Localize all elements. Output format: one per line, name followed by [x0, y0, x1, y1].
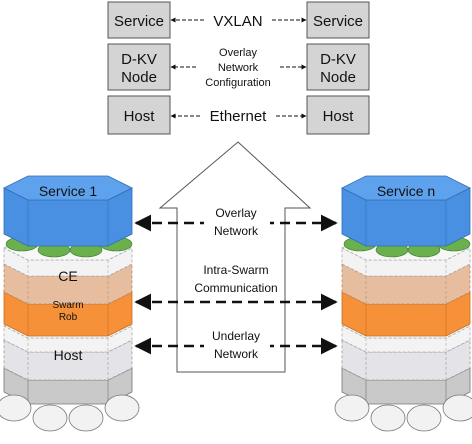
gap-layer-2-side [341, 247, 471, 277]
service-1-label: Service 1 [39, 183, 98, 199]
left-host-box [107, 95, 171, 135]
overlay-network-label-line1: Overlay [215, 206, 256, 220]
host-layer-side [341, 339, 471, 381]
swarm-rob-label-line1: Swarm [52, 300, 83, 311]
ce-layer-side [3, 263, 133, 305]
robot-right [334, 175, 472, 432]
overlay-config-line3: Configuration [205, 77, 270, 89]
right-host-box [306, 95, 370, 135]
left-dkv-label-line2: Node [121, 69, 157, 86]
ce-label: CE [58, 268, 77, 284]
wheel-3 [442, 394, 472, 422]
host-label: Host [54, 347, 83, 363]
overlay-network-label-line2: Network [214, 224, 259, 238]
gap-layer-1-side [341, 325, 471, 353]
underlay-network-label-line2: Network [214, 347, 259, 361]
underlay-label-backing [204, 328, 270, 362]
right-host-label: Host [323, 108, 355, 125]
overlay-config-line1: Overlay [219, 47, 257, 59]
right-dkv-box [306, 43, 370, 91]
right-dkv-label-line2: Node [320, 69, 356, 86]
protocol-stack: Service Service VXLAN D-KV Node D-KV Nod… [107, 1, 370, 135]
gap-layer-1-side [3, 325, 133, 353]
left-service-box [107, 1, 171, 39]
right-service-box [306, 1, 370, 39]
swarm-rob-label-line2: Rob [59, 312, 78, 323]
ce-layer-side [341, 263, 471, 305]
underlay-network-label-line1: Underlay [212, 329, 260, 343]
right-service-label: Service [313, 13, 363, 30]
ethernet-label: Ethernet [210, 108, 268, 125]
robot-left [0, 175, 140, 432]
vxlan-label: VXLAN [213, 13, 262, 30]
left-service-label: Service [114, 13, 164, 30]
left-dkv-label-line1: D-KV [121, 51, 157, 68]
overlay-config-line2: Network [218, 62, 259, 74]
service-n-label: Service n [377, 183, 435, 199]
right-dkv-label-line1: D-KV [320, 51, 356, 68]
wheel-2 [68, 404, 104, 432]
intra-swarm-label-line2: Communication [194, 281, 277, 295]
intra-swarm-label-line1: Intra-Swarm [203, 263, 268, 277]
intra-swarm-up-arrow [158, 141, 312, 373]
wheel-1 [370, 404, 406, 432]
wheel-1 [32, 404, 68, 432]
gap-layer-2-side [3, 247, 133, 277]
left-host-label: Host [124, 108, 156, 125]
wheel-2 [406, 404, 442, 432]
wheel-0 [334, 394, 370, 422]
left-dkv-box [107, 43, 171, 91]
overlay-label-backing [204, 205, 270, 239]
comm-label-backing [188, 262, 284, 296]
wheel-3 [104, 394, 140, 422]
wheel-0 [0, 394, 32, 422]
host-layer-side [3, 339, 133, 381]
